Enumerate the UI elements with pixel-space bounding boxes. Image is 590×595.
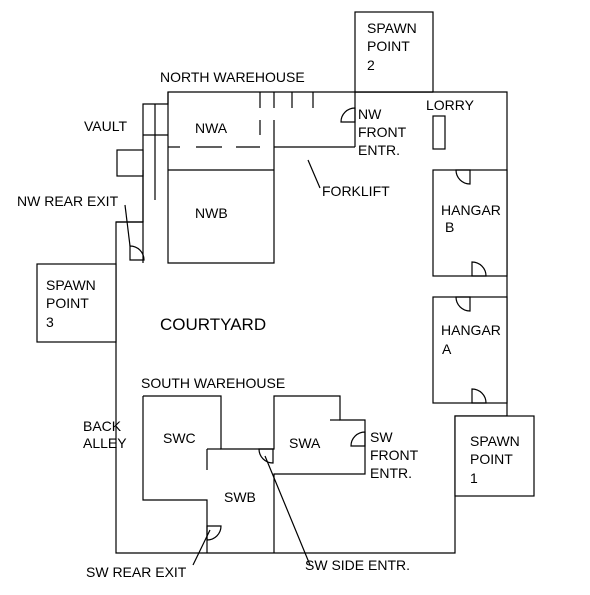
label-hangar-a-1: HANGAR — [441, 322, 501, 338]
south-warehouse — [142, 395, 366, 553]
leader-lines — [124, 159, 321, 566]
label-nwb: NWB — [195, 205, 228, 221]
label-south-warehouse: SOUTH WAREHOUSE — [141, 375, 285, 391]
label-hangar-b-1: HANGAR — [441, 202, 501, 218]
label-sw-front-entr-1: SW — [370, 429, 393, 445]
label-swb: SWB — [224, 489, 256, 505]
label-spawn-3-3: 3 — [46, 314, 54, 330]
vault-room — [116, 149, 144, 177]
hangar-b — [432, 169, 508, 277]
label-spawn-1-3: 1 — [470, 470, 478, 486]
label-spawn-3-1: SPAWN — [46, 277, 96, 293]
label-north-warehouse: NORTH WAREHOUSE — [160, 69, 305, 85]
label-lorry: LORRY — [426, 97, 475, 113]
label-nw-front-entr-3: ENTR. — [358, 142, 400, 158]
spawn-point-1-zone — [454, 415, 535, 497]
hangar-a — [432, 296, 508, 404]
label-spawn-2-3: 2 — [367, 57, 375, 73]
label-spawn-2-2: POINT — [367, 38, 410, 54]
label-hangar-b-2: B — [445, 219, 454, 235]
label-nw-front-entr-1: NW — [358, 106, 382, 122]
label-spawn-1-1: SPAWN — [470, 433, 520, 449]
label-sw-rear-exit: SW REAR EXIT — [86, 564, 187, 580]
label-hangar-a-2: A — [442, 341, 452, 357]
label-spawn-1-2: POINT — [470, 451, 513, 467]
north-warehouse — [116, 92, 356, 264]
label-sw-front-entr-2: FRONT — [370, 447, 419, 463]
label-spawn-3-2: POINT — [46, 295, 89, 311]
label-nw-rear-exit: NW REAR EXIT — [17, 193, 119, 209]
label-sw-front-entr-3: ENTR. — [370, 465, 412, 481]
door-arcs — [129, 107, 487, 541]
label-back-alley-2: ALLEY — [83, 435, 127, 451]
label-forklift: FORKLIFT — [322, 183, 390, 199]
lorry-vehicle — [432, 115, 446, 150]
label-nw-front-entr-2: FRONT — [358, 124, 407, 140]
label-swa: SWA — [289, 435, 321, 451]
label-sw-side-entr: SW SIDE ENTR. — [305, 557, 410, 573]
label-courtyard: COURTYARD — [160, 315, 266, 334]
label-nwa: NWA — [195, 120, 228, 136]
spawn-point-3-zone — [36, 263, 117, 343]
label-vault: VAULT — [84, 118, 127, 134]
label-swc: SWC — [163, 430, 196, 446]
label-spawn-2-1: SPAWN — [367, 20, 417, 36]
label-back-alley-1: BACK — [83, 418, 122, 434]
